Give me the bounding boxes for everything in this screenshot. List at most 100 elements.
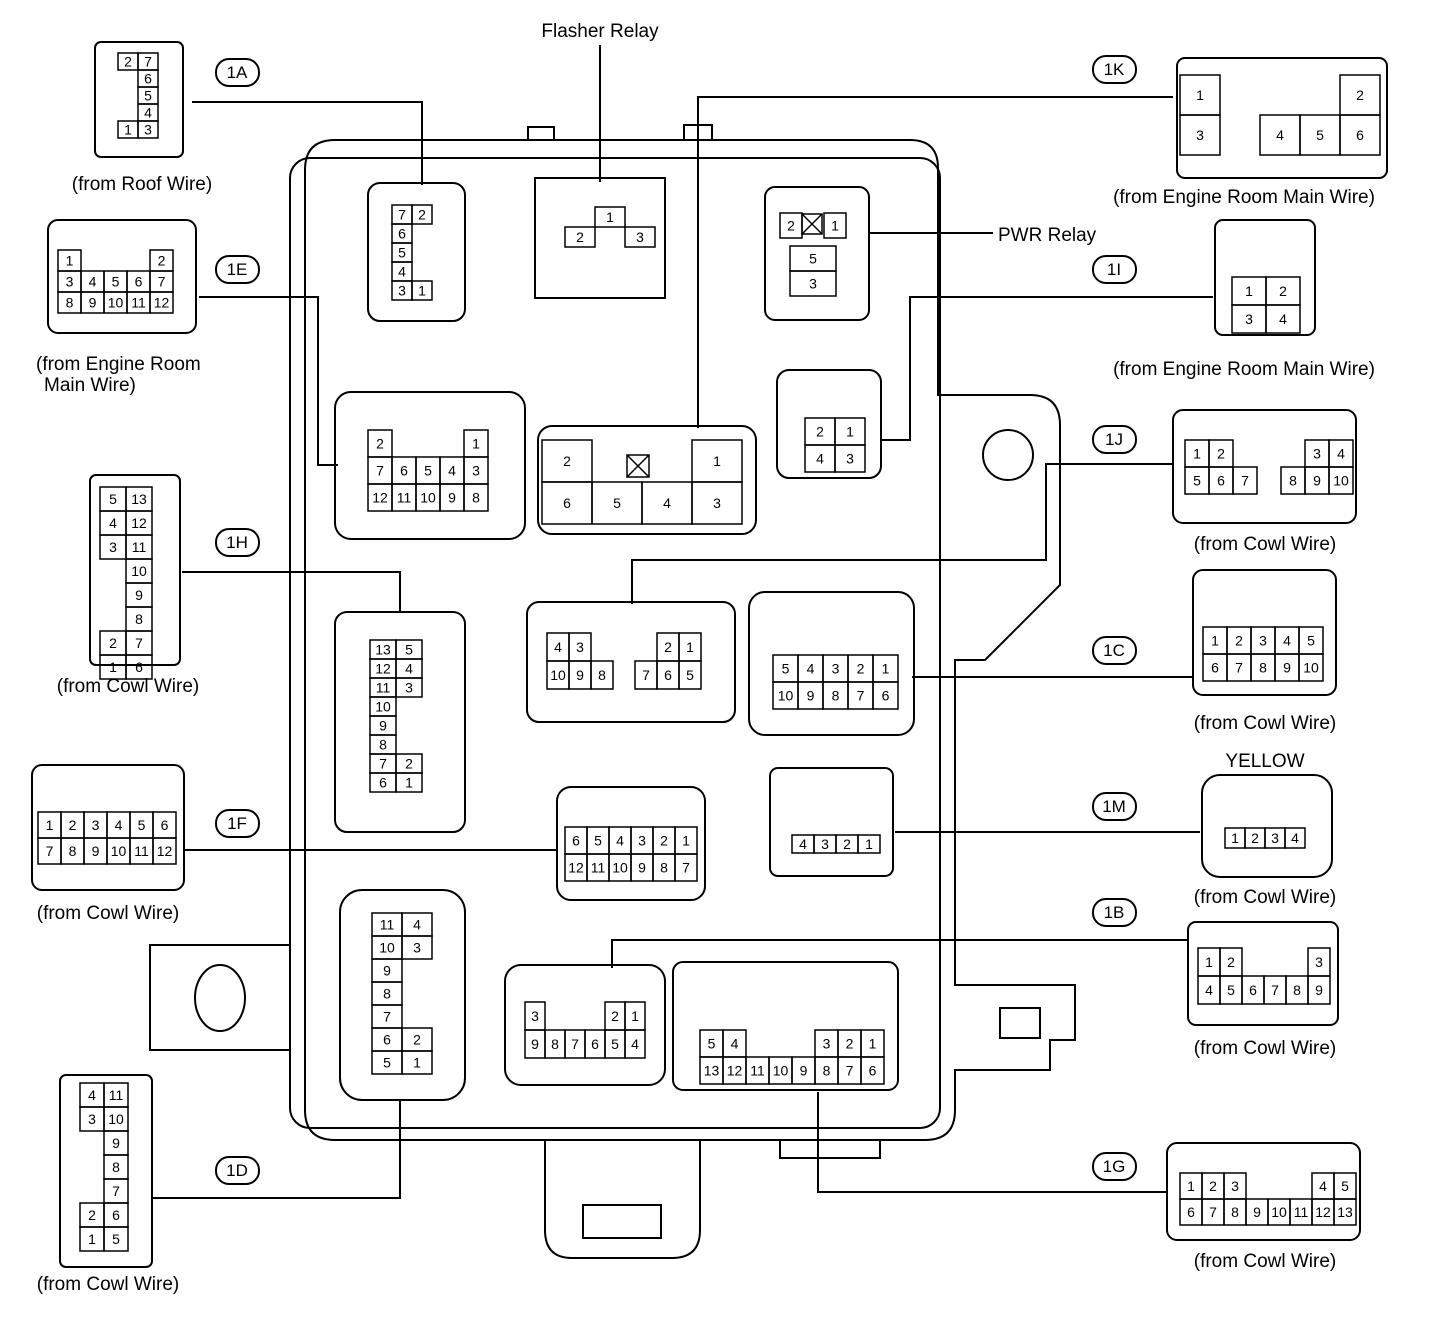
pin-number: 6 [161, 817, 169, 833]
pin-number: 8 [112, 1159, 120, 1175]
pin-number: 2 [576, 229, 584, 245]
pin-number: 2 [1251, 830, 1259, 846]
pin-number: 8 [1289, 473, 1297, 489]
pin-number: 12 [568, 860, 584, 876]
pin-number: 12 [1315, 1204, 1331, 1220]
pin-cell [590, 660, 614, 690]
pin-number: 4 [616, 833, 624, 849]
pin-number: 8 [660, 860, 668, 876]
pin-cell [624, 1029, 646, 1059]
pin-number: 4 [413, 917, 421, 933]
pin-number: 1 [405, 775, 413, 791]
pin-number: 1 [686, 639, 694, 655]
pin-number: 3 [576, 639, 584, 655]
pin-number: 7 [112, 1183, 120, 1199]
pin-number: 9 [89, 295, 97, 311]
pin-cell [395, 772, 423, 793]
source-1g: (from Cowl Wire) [1194, 1251, 1337, 1272]
pin-number: 5 [405, 642, 413, 658]
pin-number: 12 [157, 843, 173, 859]
pin-number: 7 [857, 688, 865, 704]
pin-number: 3 [144, 122, 152, 138]
pin-number: 4 [1205, 982, 1213, 998]
pin-number: 12 [727, 1063, 743, 1079]
pin-number: 3 [1259, 633, 1267, 649]
pin-number: 3 [846, 451, 854, 467]
pin-number: 3 [1271, 830, 1279, 846]
pin-number: 4 [663, 495, 671, 511]
tag-1k: 1K [1104, 60, 1125, 79]
pin-number: 7 [1235, 660, 1243, 676]
pin-number: 3 [472, 463, 480, 479]
pin-number: 5 [686, 667, 694, 683]
pin-number: 4 [448, 463, 456, 479]
pin-number: 7 [642, 667, 650, 683]
tag-1h: 1H [226, 533, 248, 552]
pin-number: 6 [400, 463, 408, 479]
pin-number: 8 [1293, 982, 1301, 998]
pin-number: 10 [612, 860, 628, 876]
pin-cell [823, 212, 847, 239]
pin-number: 2 [1235, 633, 1243, 649]
pin-number: 5 [383, 1055, 391, 1071]
pin-number: 4 [88, 1087, 96, 1103]
pin-number: 4 [631, 1036, 639, 1052]
pin-number: 4 [799, 836, 807, 852]
pin-number: 10 [550, 667, 566, 683]
pin-number: 7 [398, 207, 406, 223]
pin-cell [411, 280, 433, 301]
pin-number: 6 [591, 1036, 599, 1052]
pin-number: 9 [807, 688, 815, 704]
pin-number: 6 [135, 659, 143, 675]
pin-number: 1 [1231, 830, 1239, 846]
pin-number: 6 [882, 688, 890, 704]
pin-number: 11 [376, 680, 391, 696]
pin-number: 9 [576, 667, 584, 683]
pin-number: 11 [134, 843, 149, 859]
pin-number: 4 [398, 264, 406, 280]
pin-number: 8 [69, 843, 77, 859]
pin-number: 9 [638, 860, 646, 876]
pin-number: 3 [823, 1036, 831, 1052]
pin-number: 8 [379, 737, 387, 753]
tag-1i: 1I [1107, 260, 1121, 279]
source-1h: (from Cowl Wire) [57, 676, 200, 697]
pin-number: 2 [1217, 446, 1225, 462]
pin-number: 11 [131, 295, 146, 311]
pin-cell [872, 681, 899, 710]
pin-number: 7 [46, 843, 54, 859]
pin-number: 9 [1315, 982, 1323, 998]
pin-number: 2 [843, 836, 851, 852]
pin-cell [103, 1226, 129, 1252]
pin-number: 3 [1245, 311, 1253, 327]
pin-number: 5 [611, 1036, 619, 1052]
pin-number: 1 [1211, 633, 1219, 649]
source-1j: (from Cowl Wire) [1194, 534, 1337, 555]
pin-number: 5 [809, 251, 817, 267]
pin-number: 3 [398, 283, 406, 299]
pin-number: 3 [821, 836, 829, 852]
pin-number: 5 [424, 463, 432, 479]
pin-number: 13 [704, 1063, 720, 1079]
pin-number: 13 [131, 491, 147, 507]
tag-1e: 1E [227, 260, 248, 279]
pin-cell [1284, 827, 1306, 849]
pin-cell [401, 935, 433, 960]
pin-number: 1 [865, 836, 873, 852]
pin-number: 3 [832, 661, 840, 677]
pin-cell [860, 1056, 885, 1085]
source-1a: (from Roof Wire) [72, 174, 212, 195]
pin-cell [1333, 1198, 1357, 1226]
pin-number: 10 [375, 699, 391, 715]
